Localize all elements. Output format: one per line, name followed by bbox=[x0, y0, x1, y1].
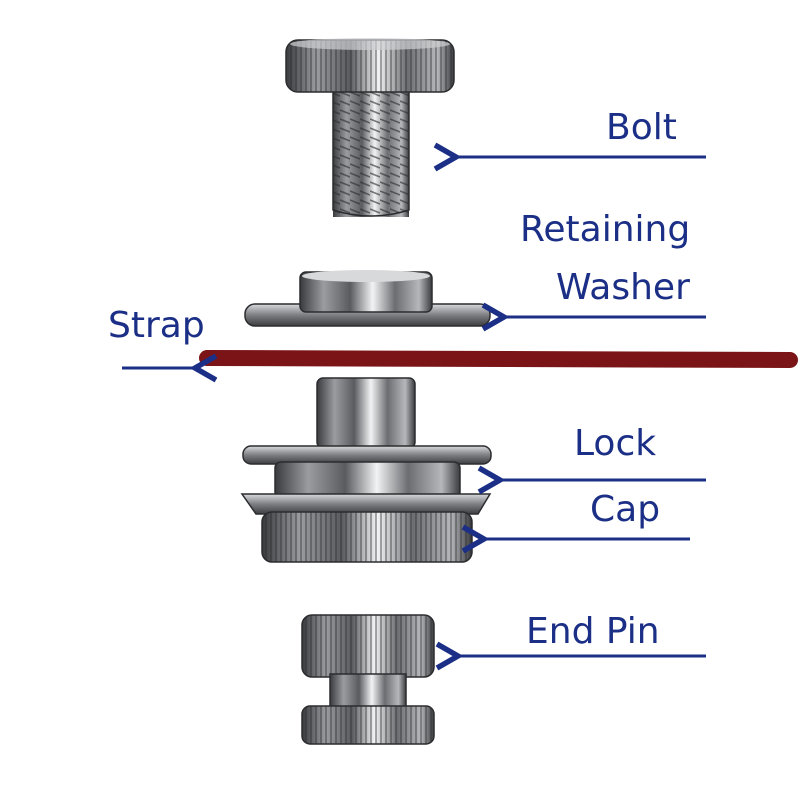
strap-line bbox=[199, 350, 798, 368]
bolt-part bbox=[285, 38, 455, 217]
end-pin-part bbox=[301, 614, 435, 745]
bolt-label: Bolt bbox=[606, 107, 677, 148]
lock-cap-part bbox=[240, 377, 492, 563]
strap-label: Strap bbox=[108, 305, 205, 346]
retaining-washer-part bbox=[244, 270, 491, 327]
retaining-label: Retaining bbox=[520, 209, 691, 250]
end-pin-label: End Pin bbox=[526, 611, 660, 652]
washer-label: Washer bbox=[556, 267, 690, 308]
cap-label: Cap bbox=[590, 489, 661, 530]
lock-label: Lock bbox=[574, 423, 657, 464]
